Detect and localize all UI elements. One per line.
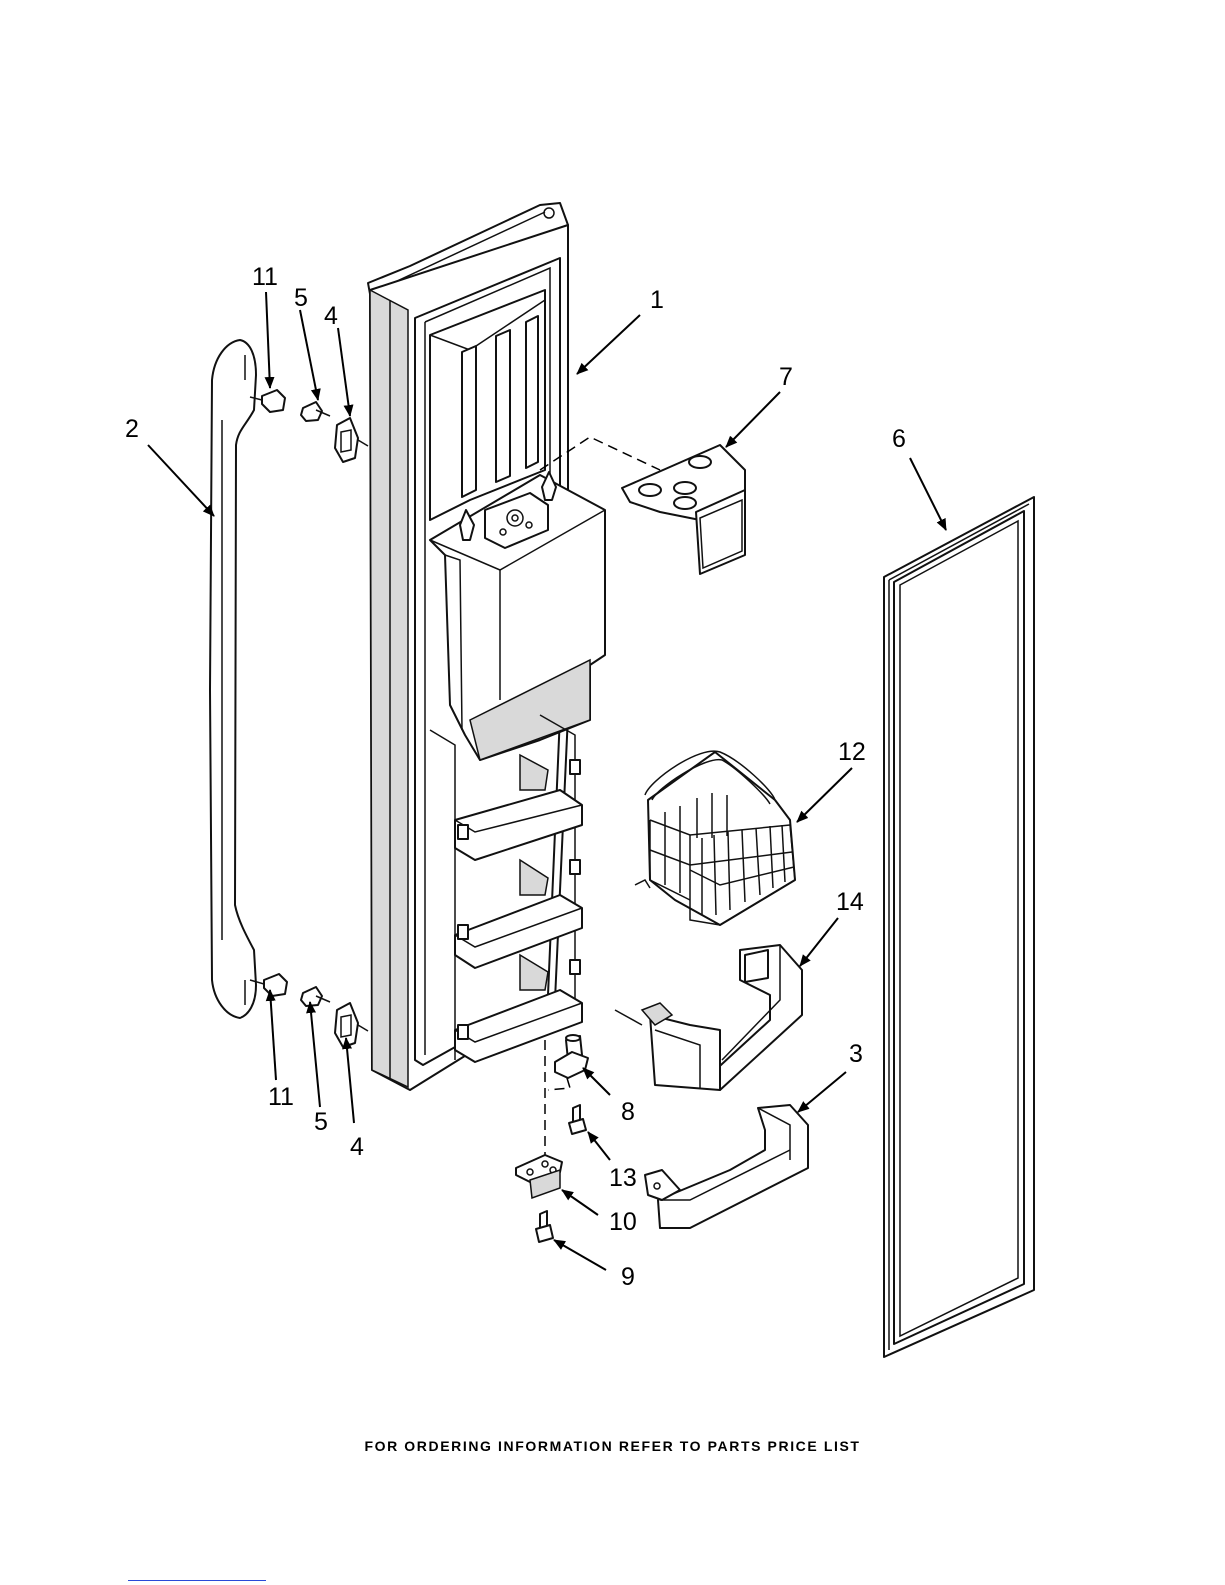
door-assembly-part	[368, 203, 605, 1090]
door-gasket-part	[884, 497, 1034, 1357]
screw-9-part	[536, 1211, 553, 1242]
callout-4-top: 4	[324, 302, 338, 330]
callout-1: 1	[650, 286, 664, 314]
retainer-clip-4-bottom	[335, 1003, 368, 1047]
ordering-info-footer: FOR ORDERING INFORMATION REFER TO PARTS …	[0, 1438, 1225, 1454]
callout-5-top: 5	[294, 284, 308, 312]
bin-bracket-part	[615, 945, 802, 1090]
wire-basket-part	[635, 751, 795, 925]
callout-5-bottom: 5	[314, 1108, 328, 1136]
callout-11-top: 11	[252, 263, 278, 291]
handle-screw-5-bottom	[301, 987, 330, 1006]
callout-7: 7	[779, 363, 793, 391]
hinge-pin-part	[548, 1035, 588, 1090]
callout-11-bottom: 11	[268, 1083, 294, 1111]
handle-screw-5-top	[301, 402, 330, 421]
callout-9: 9	[621, 1263, 635, 1291]
callout-10: 10	[609, 1208, 637, 1236]
callout-4-bottom: 4	[350, 1133, 364, 1161]
callout-6: 6	[892, 425, 906, 453]
callout-13: 13	[609, 1164, 637, 1192]
screw-13-part	[569, 1105, 586, 1134]
link-underline	[128, 1580, 266, 1581]
callout-3: 3	[849, 1040, 863, 1068]
door-bin-part	[645, 1105, 808, 1228]
callout-14: 14	[836, 888, 864, 916]
callout-2: 2	[125, 415, 139, 443]
callout-8: 8	[621, 1098, 635, 1126]
door-handle-part	[210, 340, 256, 1018]
retainer-clip-4-top	[335, 418, 368, 462]
callout-12: 12	[838, 738, 866, 766]
